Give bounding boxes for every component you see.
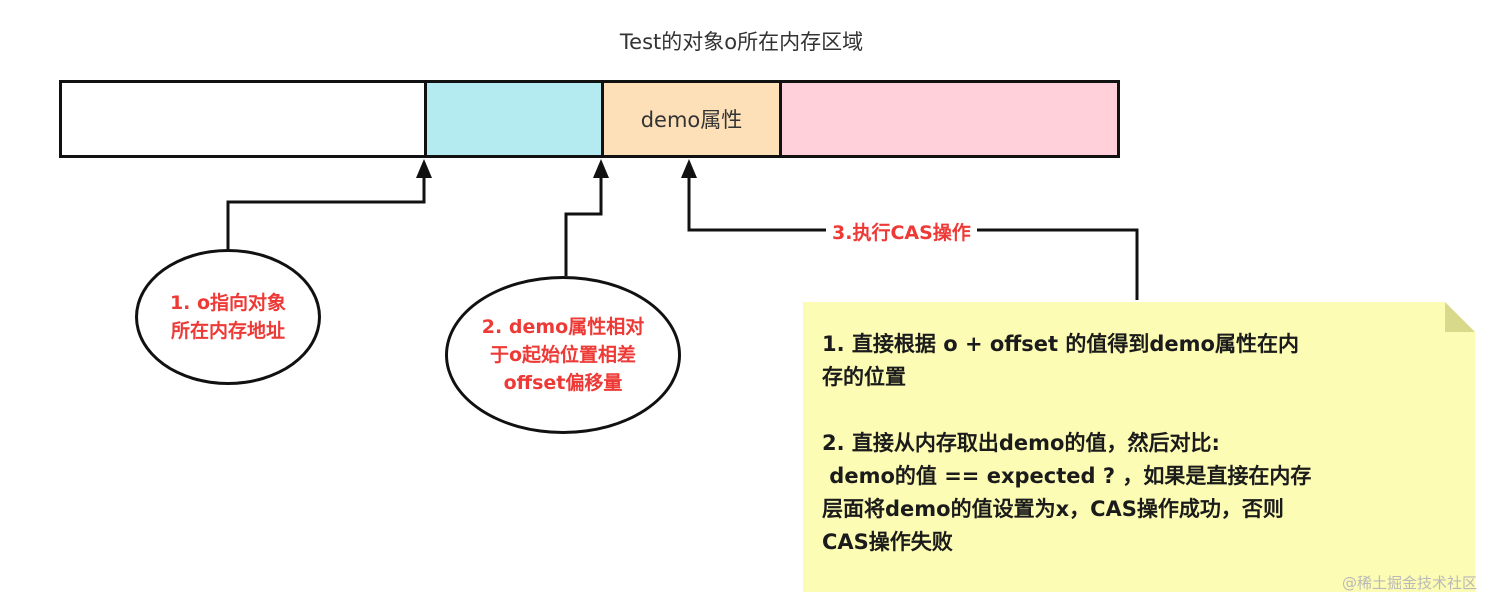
arrowhead-step3 <box>681 159 697 178</box>
callout-step2-line1: 2. demo属性相对 <box>481 316 645 338</box>
callout-step3-label: 3.执行CAS操作 <box>826 218 977 245</box>
watermark: @稀土掘金技术社区 <box>1341 574 1477 592</box>
note-shape <box>803 302 1475 592</box>
memory-cell-object-header <box>59 80 427 158</box>
note-para1-line1: 1. 直接根据 o + offset 的值得到demo属性在内 <box>822 332 1299 356</box>
note-para2-line3: 层面将demo的值设置为x，CAS操作成功，否则 <box>822 497 1284 521</box>
memory-cell-rest <box>779 80 1120 158</box>
arrowhead-step1 <box>416 159 432 178</box>
note-para2-line4: CAS操作失败 <box>822 530 953 554</box>
arrowhead-step2 <box>593 159 609 178</box>
connector-step1 <box>226 170 426 249</box>
callout-step1-line2: 所在内存地址 <box>170 320 285 342</box>
callout-step2-line3: offset偏移量 <box>503 372 623 394</box>
connector-step2 <box>564 170 603 276</box>
note-para1-line2: 存的位置 <box>822 365 906 389</box>
memory-cell-demo: demo属性 <box>601 80 782 158</box>
callout-step1-ellipse: 1. o指向对象 所在内存地址 <box>135 249 321 385</box>
memory-cell-offset <box>424 80 604 158</box>
demo-field-label: demo属性 <box>640 108 743 132</box>
callout-step2-line2: 于o起始位置相差 <box>489 344 637 366</box>
note-para2-line2: demo的值 == expected ? ，如果是直接在内存 <box>822 464 1312 488</box>
explanation-note-text: 1. 直接根据 o + offset 的值得到demo属性在内 存的位置 2. … <box>822 328 1462 559</box>
callout-step2-ellipse: 2. demo属性相对 于o起始位置相差 offset偏移量 <box>445 276 681 434</box>
diagram-title: Test的对象o所在内存区域 <box>619 30 864 54</box>
callout-step1-line1: 1. o指向对象 <box>169 292 287 314</box>
note-para2-line1: 2. 直接从内存取出demo的值，然后对比: <box>822 431 1220 455</box>
